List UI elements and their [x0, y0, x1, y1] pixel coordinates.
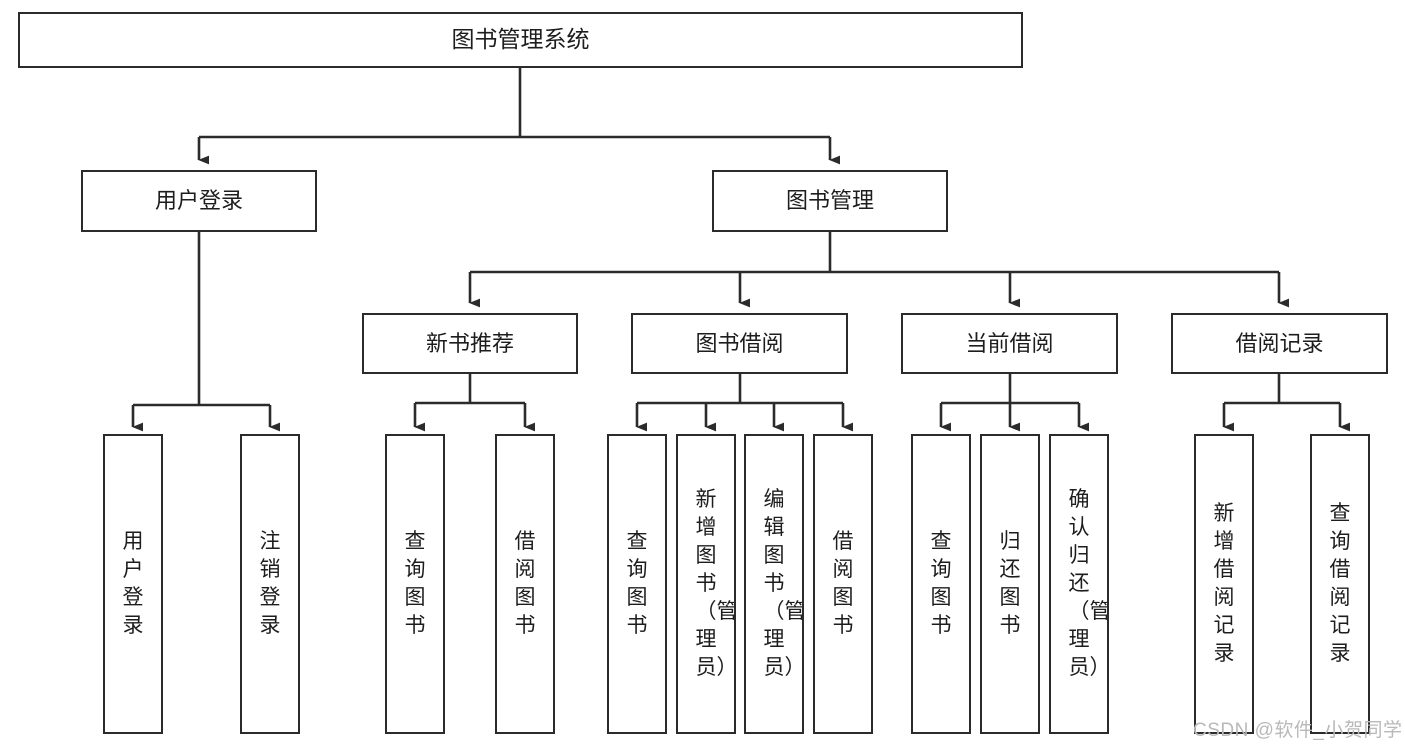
node-leaf-borrow-book-1[interactable]: 借阅图书	[495, 434, 555, 734]
csdn-watermark: CSDN @软件_小贺同学	[1193, 720, 1403, 741]
node-leaf-return-book[interactable]: 归还图书	[980, 434, 1040, 734]
node-leaf-query-record[interactable]: 查询借阅记录	[1310, 434, 1370, 734]
node-leaf-logout-label: 注销登录	[259, 530, 281, 637]
node-leaf-return-book-label: 归还图书	[999, 530, 1021, 637]
node-book-management-label: 图书管理	[785, 188, 874, 214]
node-new-book-recommend[interactable]: 新书推荐	[362, 313, 578, 374]
node-leaf-borrow-book-2[interactable]: 借阅图书	[813, 434, 873, 734]
node-current-borrow-label: 当前借阅	[965, 330, 1054, 356]
node-leaf-add-record-label: 新增借阅记录	[1213, 502, 1235, 665]
node-leaf-add-record[interactable]: 新增借阅记录	[1194, 434, 1254, 734]
node-leaf-edit-book[interactable]: 编辑图书（管理员）	[744, 434, 804, 734]
node-borrow-record[interactable]: 借阅记录	[1171, 313, 1388, 374]
node-new-book-recommend-label: 新书推荐	[425, 330, 514, 356]
node-book-borrow[interactable]: 图书借阅	[631, 313, 848, 374]
node-leaf-query-book-2-label: 查询图书	[626, 530, 648, 637]
node-leaf-query-book-3[interactable]: 查询图书	[911, 434, 971, 734]
node-leaf-user-login-label: 用户登录	[122, 530, 144, 637]
node-leaf-query-book-2[interactable]: 查询图书	[607, 434, 667, 734]
node-leaf-edit-book-label: 编辑图书（管理员）	[763, 488, 804, 679]
node-root[interactable]: 图书管理系统	[18, 12, 1023, 68]
node-current-borrow[interactable]: 当前借阅	[901, 313, 1118, 374]
node-leaf-confirm-return[interactable]: 确认归还（管理员）	[1049, 434, 1109, 734]
node-leaf-borrow-book-1-label: 借阅图书	[514, 530, 536, 637]
node-book-borrow-label: 图书借阅	[695, 330, 784, 356]
node-user-login[interactable]: 用户登录	[81, 170, 317, 232]
node-user-login-label: 用户登录	[154, 188, 243, 214]
node-root-label: 图书管理系统	[451, 26, 590, 53]
node-leaf-query-record-label: 查询借阅记录	[1329, 502, 1351, 665]
node-leaf-add-book[interactable]: 新增图书（管理员）	[676, 434, 736, 734]
node-book-management[interactable]: 图书管理	[712, 170, 948, 232]
node-leaf-logout[interactable]: 注销登录	[240, 434, 300, 734]
node-leaf-borrow-book-2-label: 借阅图书	[832, 530, 854, 637]
node-leaf-query-book-1[interactable]: 查询图书	[385, 434, 445, 734]
node-leaf-user-login[interactable]: 用户登录	[103, 434, 163, 734]
node-leaf-query-book-3-label: 查询图书	[930, 530, 952, 637]
node-leaf-confirm-return-label: 确认归还（管理员）	[1068, 488, 1109, 679]
node-leaf-query-book-1-label: 查询图书	[404, 530, 426, 637]
node-borrow-record-label: 借阅记录	[1235, 330, 1324, 356]
node-leaf-add-book-label: 新增图书（管理员）	[695, 488, 736, 679]
